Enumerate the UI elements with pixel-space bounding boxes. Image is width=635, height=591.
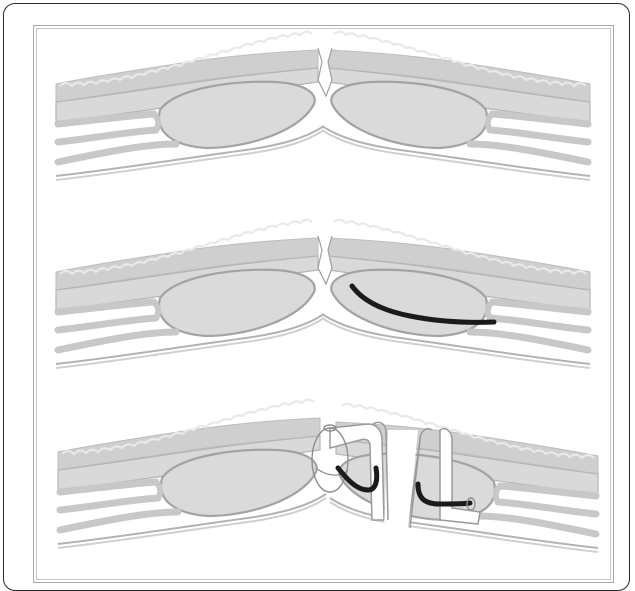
tissue-layers-icon — [56, 32, 324, 180]
incision-notch — [318, 48, 332, 96]
panel-2-catheter-tract — [56, 220, 590, 368]
tissue-layers-icon — [56, 220, 324, 368]
tissue-layers-icon — [58, 400, 326, 548]
panel-1-incision — [56, 32, 590, 180]
tissue-layers-icon — [322, 32, 590, 180]
incision-notch — [318, 236, 332, 284]
panel-3-retracted-flaps — [58, 400, 598, 552]
